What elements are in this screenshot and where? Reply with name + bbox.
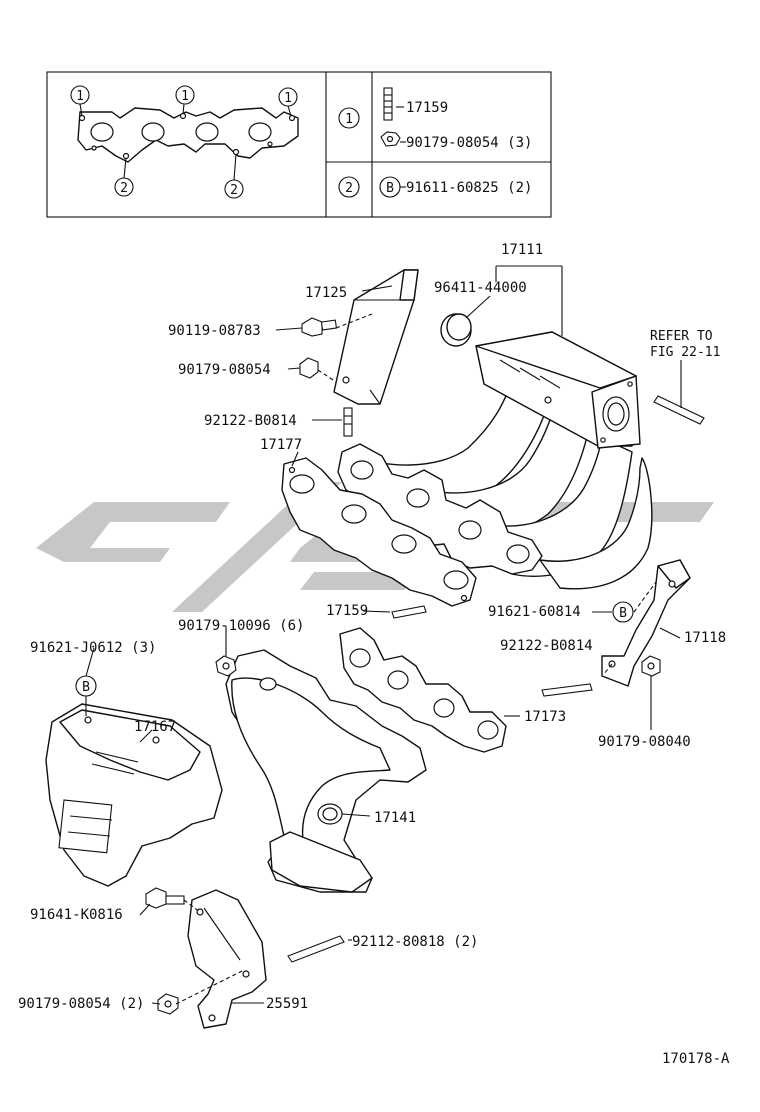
- legend-row-1-mark: 1: [338, 107, 360, 129]
- label-90179-08040: 90179-08040: [598, 734, 691, 750]
- label-refer-fig: FIG 22-11: [650, 345, 720, 360]
- label-91621-j0612: 91621-J0612 (3): [30, 640, 156, 656]
- label-92122-b0814-lower: 92122-B0814: [500, 638, 593, 654]
- stud-icon: [383, 87, 393, 121]
- stud-17159: [391, 605, 427, 619]
- label-92112-80818: 92112-80818 (2): [352, 934, 478, 950]
- bolt-b-symbol-icon: B: [379, 176, 401, 198]
- stud-92122-lower: [541, 683, 593, 697]
- legend-nut-number: 90179-08054 (3): [406, 135, 532, 151]
- svg-text:2: 2: [345, 181, 353, 196]
- label-17159: 17159: [326, 603, 368, 619]
- legend-gasket-sketch: [77, 103, 299, 181]
- nut-icon: [380, 131, 401, 147]
- label-91641-k0816: 91641-K0816: [30, 907, 123, 923]
- svg-text:1: 1: [181, 89, 189, 104]
- label-90119-08783: 90119-08783: [168, 323, 261, 339]
- plug-96411: [440, 313, 472, 347]
- exhaust-gasket-17173: [339, 627, 507, 753]
- legend-row-2-mark: 2: [338, 176, 360, 198]
- label-25591: 25591: [266, 996, 308, 1012]
- intake-gasket-17177: [281, 457, 477, 607]
- nut-90179-08040: [641, 655, 661, 677]
- intake-flange: [337, 443, 543, 575]
- label-refer-to: REFER TO: [650, 329, 713, 344]
- bolt-b-symbol-icon: B: [612, 601, 634, 623]
- label-91621-60814: 91621-60814: [488, 604, 581, 620]
- bracket-25591: [187, 889, 267, 1029]
- legend-bolt-number: 91611-60825 (2): [406, 180, 532, 196]
- label-17118: 17118: [684, 630, 726, 646]
- heat-insulator-17167: [45, 703, 223, 887]
- svg-text:B: B: [82, 680, 90, 695]
- nut-90179-lower: [157, 993, 179, 1015]
- legend-mark-1-center: 1: [175, 85, 195, 105]
- exhaust-manifold-17141: [225, 649, 427, 893]
- stud-refer-fig: [653, 395, 705, 425]
- label-17177: 17177: [260, 437, 302, 453]
- part-labels: 17111 17125 96411-44000 90119-08783 9017…: [18, 242, 730, 1067]
- label-17141: 17141: [374, 810, 416, 826]
- stud-92122-upper: [343, 407, 353, 437]
- nut-90179-upper: [299, 357, 319, 379]
- svg-text:2: 2: [120, 181, 128, 196]
- legend-box: 1 1 1 2 2 1 17159: [46, 71, 552, 218]
- nut-90179-10096: [215, 655, 237, 677]
- label-17167: 17167: [134, 719, 176, 735]
- svg-text:2: 2: [230, 183, 238, 198]
- legend-mark-1-left: 1: [70, 85, 90, 105]
- bolt-b-symbol-icon: B: [75, 675, 97, 697]
- label-17125: 17125: [305, 285, 347, 301]
- label-92122-b0814-upper: 92122-B0814: [204, 413, 297, 429]
- svg-text:B: B: [386, 181, 394, 196]
- legend-mark-2-right: 2: [224, 179, 244, 199]
- label-90179-10096: 90179-10096 (6): [178, 618, 304, 634]
- figure-id: 170178-A: [662, 1051, 730, 1067]
- bolt-91641: [145, 887, 185, 909]
- legend-mark-2-left: 2: [114, 177, 134, 197]
- legend-mark-1-right: 1: [278, 87, 298, 107]
- bolt-90119: [301, 317, 338, 337]
- label-90179-08054-lower: 90179-08054 (2): [18, 996, 144, 1012]
- svg-text:1: 1: [76, 89, 84, 104]
- bracket-17118: [601, 559, 691, 687]
- stud-92112: [287, 935, 345, 963]
- label-96411-44000: 96411-44000: [434, 280, 527, 296]
- svg-text:1: 1: [284, 91, 292, 106]
- legend-stud-number: 17159: [406, 100, 448, 116]
- manifold-stay-17125: [333, 269, 419, 405]
- label-90179-08054-upper: 90179-08054: [178, 362, 271, 378]
- label-17173: 17173: [524, 709, 566, 725]
- svg-text:1: 1: [345, 112, 353, 127]
- svg-text:B: B: [619, 606, 627, 621]
- leader-lines: [85, 265, 682, 1005]
- label-17111: 17111: [501, 242, 543, 258]
